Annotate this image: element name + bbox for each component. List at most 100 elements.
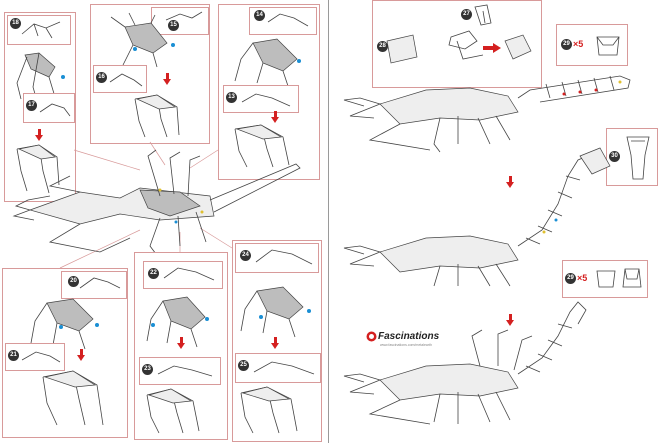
leg-assembly-drawing (16, 52, 65, 102)
leg-result-drawing (42, 370, 104, 426)
step-box-bottom-left: 20 21 (2, 268, 128, 438)
leg-result-drawing (134, 94, 180, 138)
leg-part-drawing (253, 361, 315, 375)
substep-box-22: 22 (143, 261, 223, 289)
blue-marker-icon (133, 47, 137, 51)
scorpion-final-drawing (343, 301, 587, 425)
brand-url: www.fascinations.com/metalearth (380, 343, 432, 347)
stinger-part-drawing (626, 136, 650, 180)
down-arrow-icon (271, 337, 279, 349)
substep-box-20: 20 (61, 271, 127, 299)
leg-part-drawing (163, 267, 215, 281)
down-arrow-icon (177, 337, 185, 349)
brand-name: Fascinations (378, 331, 440, 342)
down-arrow-icon (77, 349, 85, 361)
substep-box-25: 25 (235, 353, 321, 383)
step-number-badge: 14 (254, 10, 265, 21)
blue-marker-icon (554, 218, 558, 222)
substep-box-13: 13 (223, 85, 299, 113)
leg-result-drawing (16, 144, 60, 194)
blue-marker-icon (205, 317, 209, 321)
leg-assembly-drawing (30, 298, 99, 350)
step-number-badge: 24 (240, 250, 251, 261)
substep-box-24: 24 (235, 243, 319, 273)
leg-part-drawing (39, 103, 71, 117)
leg-assembly-drawing (234, 38, 301, 90)
yellow-marker-icon (200, 210, 204, 214)
step-number-badge: 17 (26, 100, 37, 111)
step-box-bottom-right: 24 25 (232, 240, 322, 442)
substep-box-17: 17 (23, 93, 75, 123)
yellow-marker-icon (542, 230, 546, 234)
step-number-badge: 23 (142, 364, 153, 375)
tail-segment-part-drawing (596, 36, 620, 56)
right-arrow-icon (483, 43, 501, 53)
step-number-badge: 29 (565, 273, 576, 284)
leg-part-drawing (165, 11, 203, 21)
step-box-stinger: 30 (606, 128, 658, 186)
substep-box-18: 18 (7, 15, 71, 45)
blue-marker-icon (259, 315, 263, 319)
red-marker-icon (578, 90, 582, 94)
leg-part-drawing (241, 93, 291, 107)
blue-marker-icon (61, 75, 65, 79)
substep-box-15: 15 (151, 7, 209, 35)
quantity-multiplier: ×5 (577, 273, 588, 283)
step-box-bottom-center: 22 23 (134, 252, 228, 440)
step-number-badge: 30 (609, 151, 620, 162)
red-marker-icon (562, 92, 566, 96)
leg-part-drawing (21, 21, 61, 39)
down-arrow-icon (35, 129, 43, 141)
leg-part-drawing (157, 365, 213, 377)
down-arrow-icon (506, 314, 514, 326)
step-number-badge: 29 (561, 39, 572, 50)
substep-box-16: 16 (93, 65, 147, 93)
leg-assembly-drawing (146, 296, 209, 348)
substep-box-23: 23 (139, 357, 221, 385)
tail-segment-part-drawing (596, 270, 616, 288)
blue-marker-icon (59, 325, 63, 329)
blue-marker-icon (297, 59, 301, 63)
step-number-badge: 22 (148, 268, 159, 279)
step-number-badge: 13 (226, 92, 237, 103)
step-box-segment-multiplier-2: 29 ×5 (562, 260, 648, 298)
step-number-badge: 25 (238, 360, 249, 371)
step-number-badge: 18 (10, 18, 21, 29)
left-instruction-page: 18 17 15 (0, 0, 328, 443)
tail-segment-assembly-drawing (386, 4, 532, 64)
leg-part-drawing (267, 13, 309, 27)
leg-part-drawing (255, 249, 313, 265)
red-marker-icon (594, 88, 598, 92)
down-arrow-icon (271, 111, 279, 123)
substep-box-21: 21 (5, 343, 65, 371)
page-divider (328, 0, 329, 443)
scorpion-stinger-step-drawing (343, 147, 611, 287)
blue-marker-icon (307, 309, 311, 313)
leg-part-drawing (21, 351, 61, 363)
yellow-marker-icon (618, 80, 622, 84)
step-box-top-center: 15 16 (90, 4, 210, 144)
step-box-tail-top: 27 28 (372, 0, 542, 88)
step-number-badge: 28 (377, 41, 388, 52)
down-arrow-icon (506, 176, 514, 188)
quantity-multiplier: ×5 (573, 39, 584, 49)
leg-assembly-drawing (240, 286, 311, 338)
leg-result-drawing (240, 386, 298, 434)
step-box-top-right: 14 13 (218, 4, 320, 180)
leg-part-drawing (79, 277, 121, 289)
step-number-badge: 21 (8, 350, 19, 361)
right-instruction-page: 27 28 29 ×5 30 (330, 0, 658, 443)
blue-marker-icon (174, 220, 178, 224)
step-box-segment-multiplier: 29 ×5 (556, 24, 628, 66)
down-arrow-icon (163, 73, 171, 85)
scorpion-tail-step-drawing (343, 75, 631, 153)
leg-result-drawing (146, 388, 200, 434)
leg-assembly-drawing (110, 12, 175, 68)
step-number-badge: 27 (461, 9, 472, 20)
blue-marker-icon (95, 323, 99, 327)
step-number-badge: 15 (168, 20, 179, 31)
leg-result-drawing (234, 124, 290, 168)
blue-marker-icon (151, 323, 155, 327)
step-number-badge: 20 (68, 276, 79, 287)
tail-segment-part-drawing (622, 268, 642, 288)
